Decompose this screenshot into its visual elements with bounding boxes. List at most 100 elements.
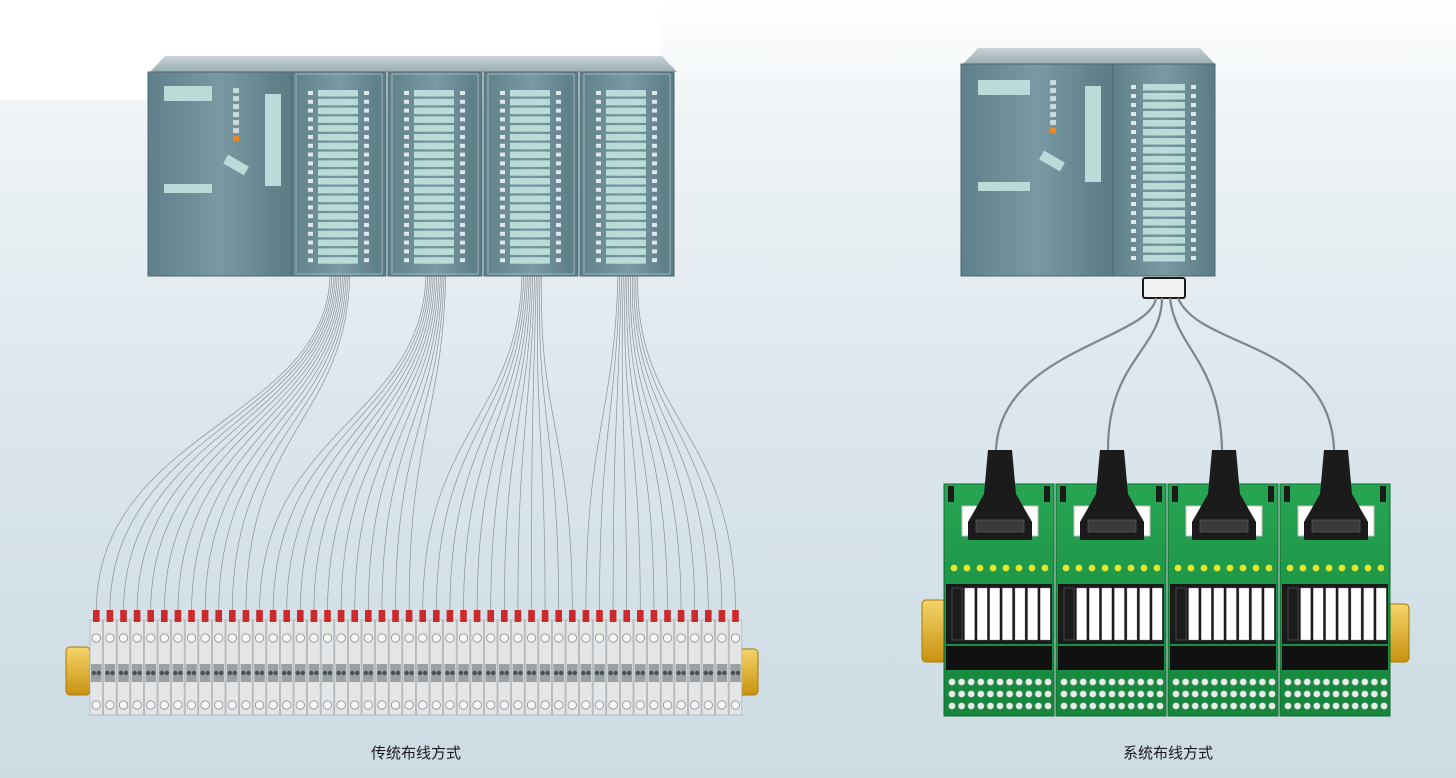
board-screw	[1210, 702, 1219, 710]
channel-label	[318, 248, 358, 255]
label-slot	[1200, 587, 1212, 641]
board-led	[1213, 564, 1221, 572]
channel-label	[510, 98, 550, 106]
terminal-screw	[567, 700, 577, 710]
board-tab	[1380, 486, 1386, 502]
terminal-marker	[337, 610, 345, 622]
board-screw	[1108, 678, 1116, 686]
channel-led	[500, 179, 505, 183]
wire	[531, 275, 537, 613]
channel-led	[1131, 166, 1136, 170]
terminal-jumper	[172, 664, 184, 682]
terminal-screw	[241, 700, 251, 710]
channel-label	[510, 151, 550, 159]
cpu-leds	[1050, 80, 1056, 133]
channel-label	[606, 222, 646, 229]
channel-led	[308, 117, 313, 122]
channel-label	[414, 98, 454, 106]
terminal-screw	[635, 633, 645, 643]
channel-label	[1143, 183, 1185, 190]
channel-led	[308, 91, 313, 95]
board-screw	[1380, 690, 1388, 698]
channel-led	[500, 135, 505, 139]
terminal-jumper	[675, 664, 687, 682]
wire	[637, 275, 736, 613]
terminal-hole	[254, 670, 260, 676]
terminal-marker	[419, 610, 426, 622]
channel-label	[318, 160, 358, 167]
terminal-screw	[581, 633, 591, 643]
board-screw	[1220, 702, 1228, 710]
terminal-screw	[622, 700, 632, 710]
terminal-hole	[491, 670, 496, 676]
cpu-leds	[233, 88, 239, 141]
channel-led	[1131, 94, 1136, 98]
connector-pins	[975, 519, 1025, 533]
channel-led	[308, 205, 313, 210]
terminal-marker	[324, 610, 331, 622]
channel-led	[556, 214, 561, 219]
board-screw	[1229, 678, 1238, 686]
label-slot	[1350, 587, 1362, 641]
terminal-jumper	[104, 664, 116, 682]
channel-led	[308, 231, 313, 236]
channel-led	[556, 196, 561, 201]
wire	[631, 275, 696, 613]
channel-label	[414, 213, 454, 220]
board-led	[989, 564, 997, 572]
terminal-jumper	[295, 664, 306, 682]
channel-led	[460, 231, 465, 236]
board-screw	[1172, 702, 1180, 710]
wire	[517, 275, 535, 613]
board-screw	[1322, 678, 1331, 686]
terminal-hole	[151, 670, 156, 676]
terminal-screw	[159, 633, 169, 643]
board-screw	[1370, 690, 1379, 698]
channel-label	[318, 107, 358, 115]
board-screw	[948, 690, 956, 698]
channel-led	[652, 161, 657, 166]
terminal-hole	[191, 670, 197, 676]
board-screw	[1117, 690, 1126, 698]
terminal-hole	[540, 670, 545, 676]
terminal-screw	[445, 700, 455, 710]
channel-led	[364, 258, 369, 263]
terminal-screw	[404, 633, 414, 643]
terminal-jumper	[689, 664, 700, 682]
board-screw	[1258, 702, 1267, 710]
terminal-screw	[91, 633, 101, 643]
channel-led	[556, 143, 561, 148]
channel-label	[318, 151, 358, 159]
board-screw	[1079, 690, 1087, 698]
channel-label	[1143, 228, 1185, 235]
board-screw	[1005, 702, 1014, 710]
terminal-screw	[309, 700, 319, 710]
channel-led	[308, 135, 313, 139]
board-led	[1153, 564, 1161, 572]
terminal-screw	[730, 633, 741, 643]
label-slot	[1063, 587, 1075, 641]
board-screw	[977, 702, 985, 710]
channel-led	[1131, 175, 1136, 179]
channel-led	[556, 170, 561, 175]
channel-led	[1131, 184, 1136, 188]
board-tab	[1172, 486, 1178, 502]
terminal-screw	[390, 700, 401, 710]
board-screw	[1332, 702, 1340, 710]
channel-led	[460, 108, 465, 113]
channel-label	[510, 195, 550, 203]
label-slot	[1238, 587, 1250, 641]
board-screw	[1156, 678, 1164, 686]
channel-led	[652, 258, 657, 263]
board-screw	[967, 702, 975, 710]
board-led	[1364, 564, 1372, 572]
board-tab	[948, 486, 954, 502]
board-screw	[1089, 678, 1097, 686]
terminal-screw	[322, 700, 333, 710]
label-slot	[1002, 587, 1013, 641]
terminal-blocks	[89, 610, 743, 716]
terminal-jumper	[703, 664, 714, 682]
channel-led	[364, 205, 369, 210]
channel-label	[1143, 192, 1185, 199]
terminal-jumper	[376, 664, 388, 682]
